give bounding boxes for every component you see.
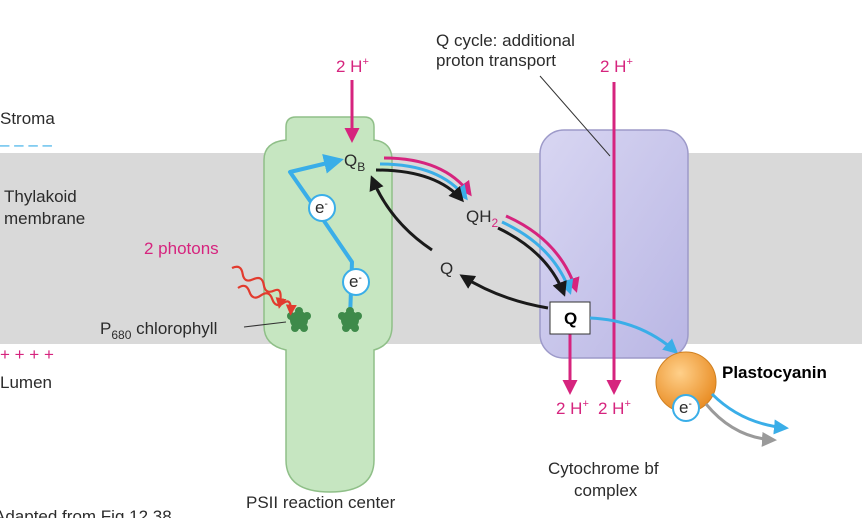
q-mid-label: Q [440, 259, 453, 278]
cytochrome-label-line1: Cytochrome bf [548, 459, 659, 478]
qb-label: QB [344, 151, 365, 174]
qb-to-qh2-black [375, 168, 464, 203]
svg-text:e-: e- [349, 272, 362, 291]
plastocyanin-label: Plastocyanin [722, 363, 827, 382]
q-to-qb-arrow [369, 175, 433, 252]
chlorophyll-leader-line [243, 321, 287, 328]
plastocyanin-out-blue [710, 392, 789, 435]
thylakoid-label-line1: Thylakoid [4, 187, 77, 206]
electron-icon: e- [342, 268, 370, 296]
electron-icon: e- [308, 194, 336, 222]
plastocyanin-out-gray [704, 403, 777, 447]
proton-label-top-right: 2 H+ [600, 56, 633, 76]
photons-label: 2 photons [144, 239, 219, 258]
svg-text:e-: e- [679, 398, 692, 417]
q-cycle-return-arrow [459, 274, 549, 310]
q-box-label: Q [564, 309, 577, 328]
psii-reaction-center [263, 116, 393, 493]
qcycle-label-line1: Q cycle: additional [436, 31, 575, 50]
photon-arrow [237, 284, 297, 316]
stroma-charge-signs: – – – – [0, 135, 53, 154]
proton-label-top-left: 2 H+ [336, 56, 369, 76]
electron-icon: e- [672, 394, 700, 422]
stroma-label: Stroma [0, 109, 55, 128]
cytochrome-label-line2: complex [574, 481, 638, 500]
lumen-label: Lumen [0, 373, 52, 392]
thylakoid-label-line2: membrane [4, 209, 85, 228]
lumen-charge-signs: + + + + [0, 345, 54, 364]
qcycle-label-line2: proton transport [436, 51, 556, 70]
qh2-label: QH2 [466, 207, 499, 230]
proton-label-bottom-left: 2 H+ [556, 398, 589, 418]
q-box [549, 301, 591, 335]
chlorophyll-icon [338, 307, 362, 332]
qcycle-leader-line [539, 75, 611, 157]
proton-label-bottom-right: 2 H+ [598, 398, 631, 418]
svg-text:e-: e- [315, 198, 328, 217]
photon-arrow [231, 265, 287, 309]
credit-text: Adapted from Fig 12.38 [0, 507, 172, 518]
q-to-plastocyanin-arrow [589, 316, 679, 354]
psii-label: PSII reaction center [246, 493, 396, 512]
qh2-to-q-black [497, 226, 567, 297]
p680-chlorophyll-label: P680 chlorophyll [100, 319, 217, 342]
